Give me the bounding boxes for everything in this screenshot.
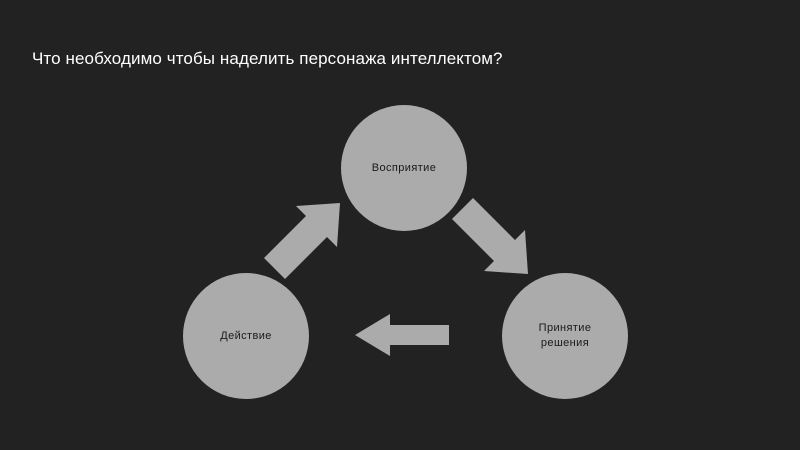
block-arrow-down-right-icon (452, 198, 528, 274)
diagram-node-action[interactable]: Действие (183, 273, 309, 399)
page-title: Что необходимо чтобы наделить персонажа … (32, 49, 503, 68)
diagram-node-action-label: Действие (220, 329, 272, 342)
block-arrow-up-right-icon (264, 203, 340, 279)
diagram-node-decision-label: Принятие решения (538, 322, 592, 349)
diagram-node-perception-label: Восприятие (371, 161, 437, 174)
block-arrow-left-icon (355, 314, 449, 356)
diagram-node-decision[interactable]: Принятие решения (502, 273, 628, 399)
diagram-node-perception[interactable]: Восприятие (341, 105, 467, 231)
